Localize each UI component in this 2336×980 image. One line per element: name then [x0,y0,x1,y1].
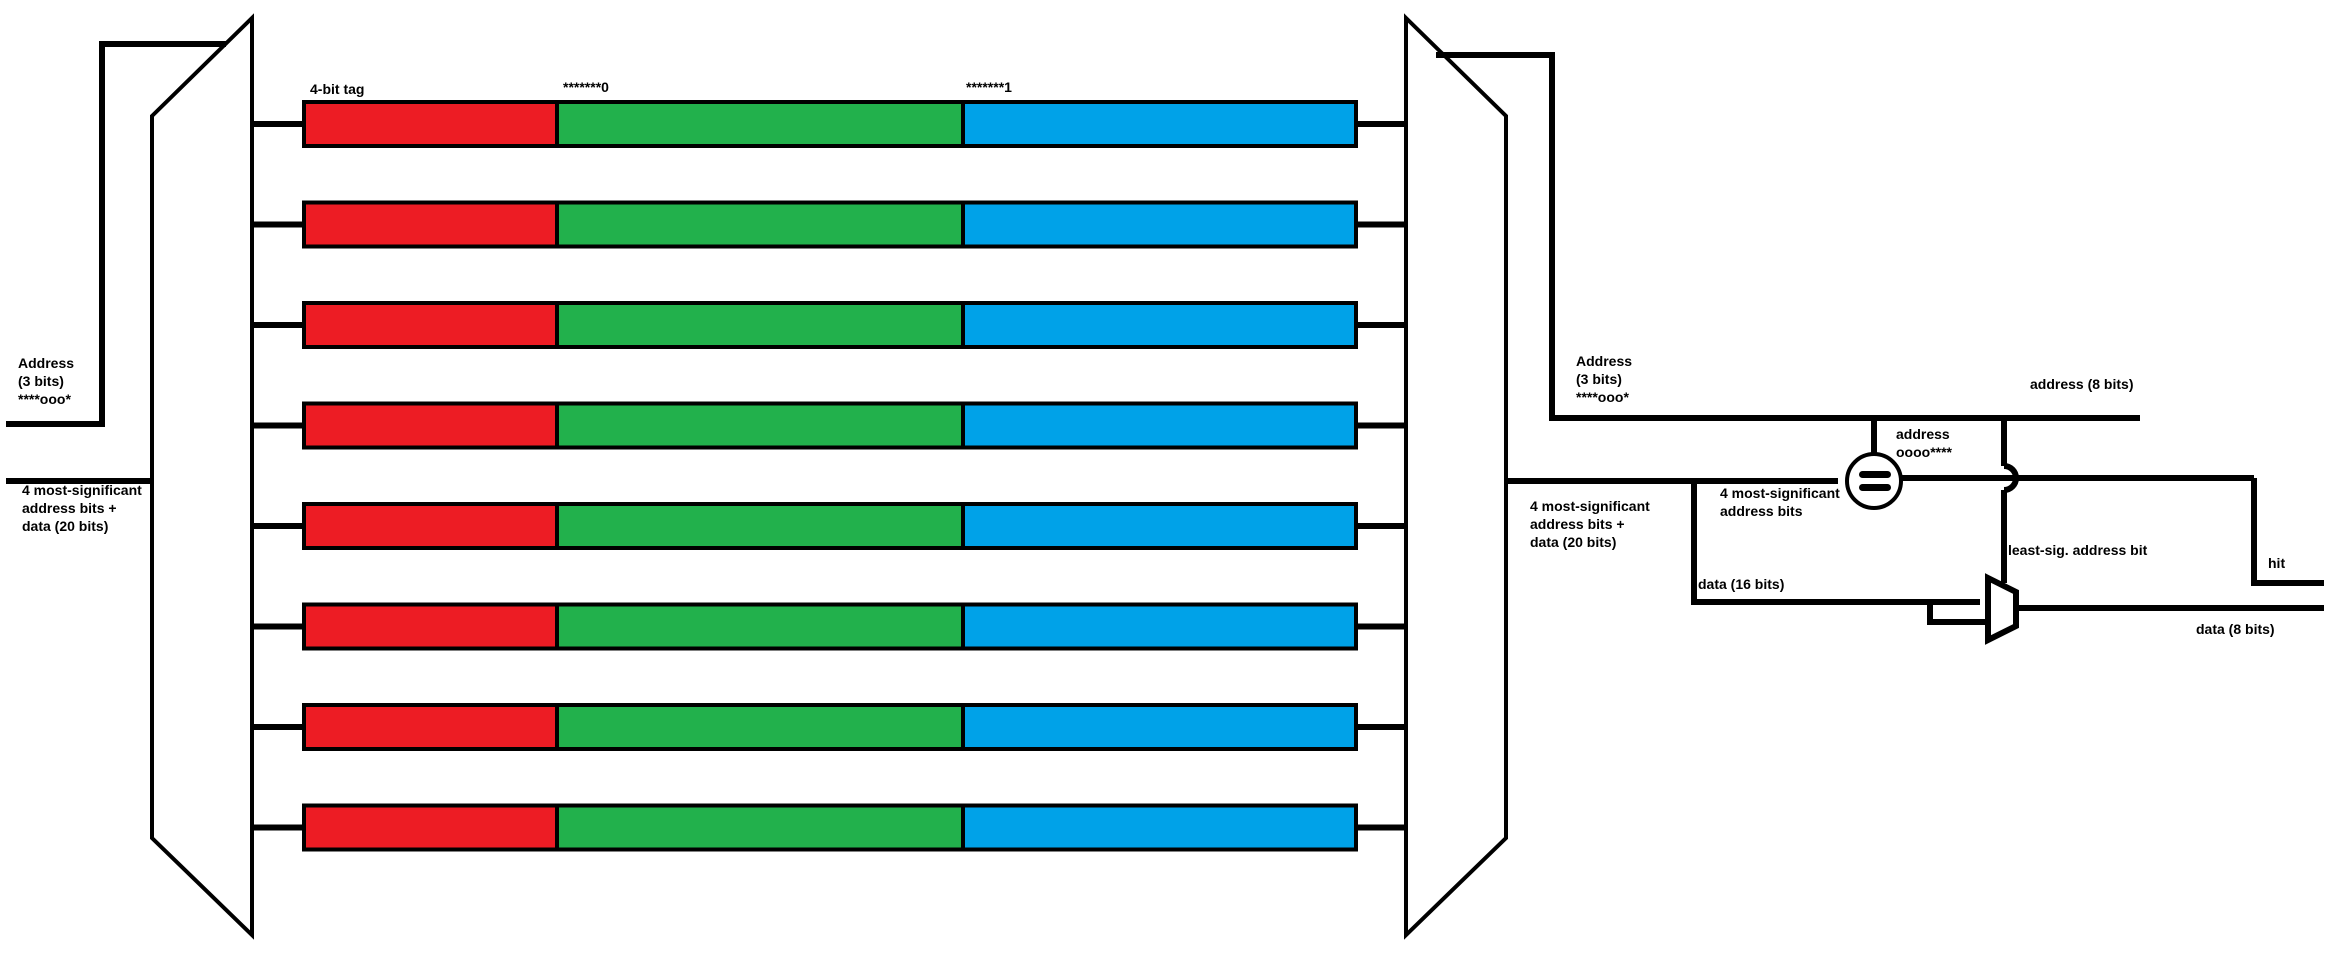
hit-label: hit [2268,555,2285,571]
right-address-label-3: ****ooo* [1576,389,1629,405]
row-3-word0-cell [555,301,965,349]
data16-feed-wire [1927,599,1990,625]
data16-wire [1691,481,1980,605]
left-address-label-2: (3 bits) [18,373,64,389]
comparator-circle [1845,452,1903,510]
tag-address-label-1: address [1896,426,1950,442]
output-mux [1985,573,2019,645]
lsb-label: least-sig. address bit [2008,542,2148,558]
row-4-word0-cell [555,401,965,450]
row-8-tag-cell [302,803,559,852]
row-4-tag-cell [302,401,559,450]
row-8-word0-cell [555,803,965,852]
row-6-tag-cell [302,602,559,651]
row-6-word1-cell [961,602,1358,651]
right-address-label-1: Address [1576,353,1632,369]
hit-wire [2251,478,2324,586]
msb-label-2: address bits [1720,503,1803,519]
row-7-word1-cell [961,703,1358,751]
left-input-label-3: data (20 bits) [22,518,108,534]
left-input-label-2: address bits + [22,500,117,516]
row-5-word1-cell [961,502,1358,550]
row-8-word1-cell [961,803,1358,852]
row-2-word0-cell [555,200,965,249]
equals-bar-top [1859,471,1891,478]
row-5-word0-cell [555,502,965,550]
left-address-label-3: ****ooo* [18,391,71,407]
row-7-word0-cell [555,703,965,751]
row-3-word1-cell [961,301,1358,349]
left-mux [6,13,254,940]
right-mux-shape [1404,13,1508,940]
word1-label: *******1 [966,79,1012,95]
msb-label-1: 4 most-significant [1720,485,1840,501]
row-7-tag-cell [302,703,559,751]
word0-label: *******0 [563,79,609,95]
address-8bits-label: address (8 bits) [2030,376,2133,392]
right-output-label-3: data (20 bits) [1530,534,1616,550]
row-4-word1-cell [961,401,1358,450]
right-output-label-1: 4 most-significant [1530,498,1650,514]
right-mux [1404,13,2140,940]
row-1-word1-cell [961,100,1358,148]
left-input-label-1: 4 most-significant [22,482,142,498]
cache-rows [252,100,1406,852]
tag-address-label-2: oooo**** [1896,444,1953,460]
row-1-word0-cell [555,100,965,148]
row-6-word0-cell [555,602,965,651]
equals-bar-bottom [1859,484,1891,491]
left-address-label-1: Address [18,355,74,371]
right-address-wire [1436,52,2140,421]
row-1-tag-cell [302,100,559,148]
right-output-label-2: address bits + [1530,516,1625,532]
compare-logic [1691,418,2324,645]
row-2-word1-cell [961,200,1358,249]
data8-label: data (8 bits) [2196,621,2275,637]
labels: 4-bit tag *******0 *******1 Address (3 b… [18,79,2285,637]
data16-label: data (16 bits) [1698,576,1784,592]
row-5-tag-cell [302,502,559,550]
tag-label: 4-bit tag [310,81,364,97]
right-address-label-2: (3 bits) [1576,371,1622,387]
row-2-tag-cell [302,200,559,249]
left-mux-shape [150,13,254,940]
row-3-tag-cell [302,301,559,349]
left-address-wire [6,41,226,427]
